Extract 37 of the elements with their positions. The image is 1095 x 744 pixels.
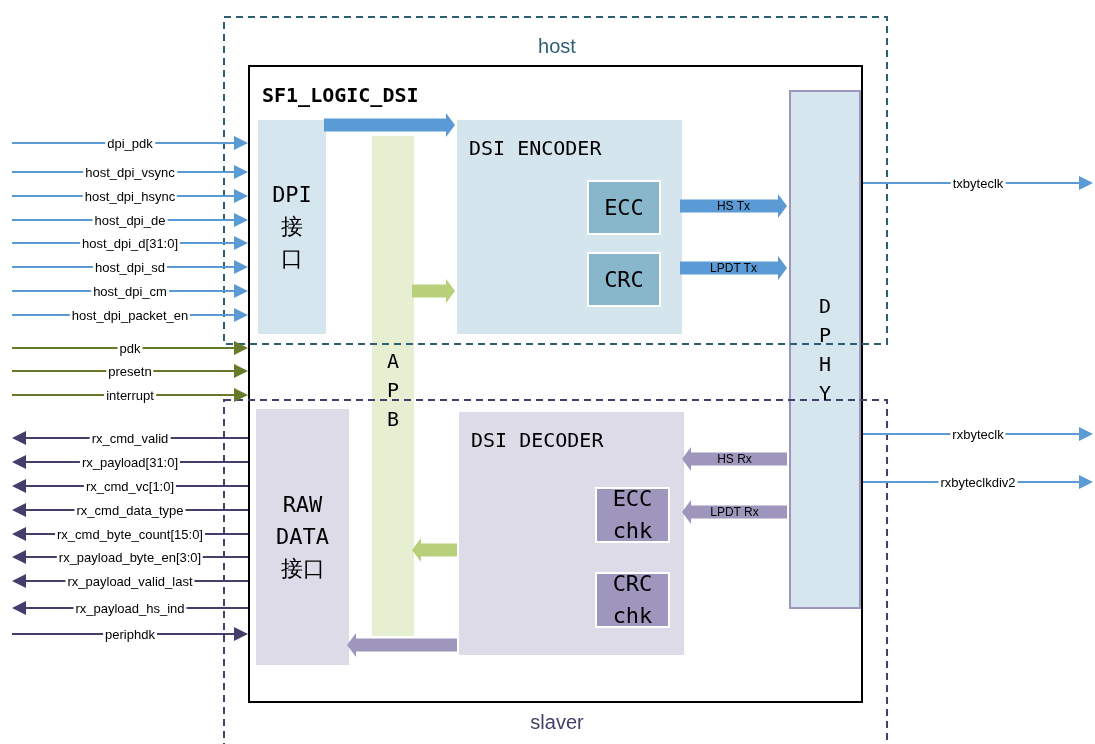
block-label: CRC: [604, 265, 644, 294]
function-block: [587, 252, 661, 307]
data-flow-arrow: [680, 194, 787, 218]
region-label: host: [538, 34, 576, 58]
phy-block: [789, 90, 861, 609]
block-title: DSI DECODER: [471, 427, 604, 454]
function-block: [595, 572, 670, 628]
data-flow-arrow: [682, 500, 787, 524]
interface-block: [258, 120, 326, 334]
block-label: ECC: [604, 193, 644, 222]
block-label: ECC chk: [611, 485, 654, 545]
signal-label: LPDT Tx: [708, 262, 759, 274]
block-title: DSI ENCODER: [469, 135, 602, 162]
region-label: slaver: [530, 710, 584, 734]
data-flow-arrow: [412, 538, 457, 562]
bus-bar: [372, 136, 414, 636]
data-flow-arrow: [680, 256, 787, 280]
module-box: [248, 65, 863, 703]
block-label: RAW DATA 接口: [275, 491, 330, 583]
signal-arrow: [12, 341, 248, 355]
interface-block: [256, 409, 349, 665]
module-title: SF1_LOGIC_DSI: [262, 82, 419, 109]
data-flow-arrow: [682, 447, 787, 471]
signal-label: HS Tx: [714, 200, 753, 212]
block-label: D P H Y: [818, 292, 832, 407]
function-block: [595, 487, 670, 543]
function-block: [587, 180, 661, 235]
signal-label: LPDT Rx: [708, 506, 761, 518]
data-flow-arrow: [324, 113, 455, 137]
decoder-block: [459, 412, 684, 655]
encoder-block: [457, 120, 682, 334]
block-label: A P B: [386, 348, 400, 433]
signal-label: HS Rx: [715, 453, 754, 465]
data-flow-arrow: [347, 633, 457, 657]
data-flow-arrow: [412, 279, 455, 303]
block-label: CRC chk: [611, 570, 654, 630]
block-label: DPI 接口: [272, 181, 312, 273]
